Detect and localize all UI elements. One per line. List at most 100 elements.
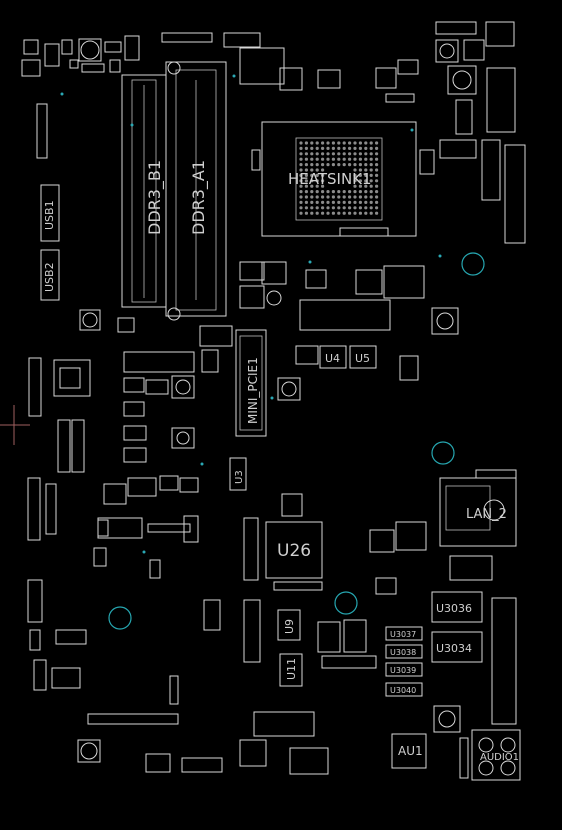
bga-ball bbox=[348, 200, 352, 204]
bga-ball bbox=[337, 200, 341, 204]
bga-ball bbox=[358, 157, 362, 161]
bga-ball bbox=[315, 168, 319, 172]
bga-ball bbox=[299, 179, 303, 183]
bga-ball bbox=[304, 141, 308, 145]
bga-ball bbox=[337, 157, 341, 161]
bga-ball bbox=[348, 152, 352, 156]
bga-ball bbox=[304, 179, 308, 183]
bga-ball bbox=[304, 163, 308, 167]
bga-ball bbox=[304, 195, 308, 199]
bga-ball bbox=[342, 211, 346, 215]
bga-ball bbox=[348, 211, 352, 215]
bga-ball bbox=[353, 173, 357, 177]
bga-ball bbox=[364, 168, 368, 172]
chip-au1: AU1 bbox=[391, 733, 427, 769]
bga-ball bbox=[331, 206, 335, 210]
u3036-label: U3036 bbox=[436, 602, 472, 615]
u26-label: U26 bbox=[277, 541, 311, 561]
bga-ball bbox=[369, 190, 373, 194]
bga-ball bbox=[331, 163, 335, 167]
bga-ball bbox=[375, 200, 379, 204]
bga-ball bbox=[326, 200, 330, 204]
bottom-right-crystal bbox=[433, 705, 461, 733]
bga-ball bbox=[353, 184, 357, 188]
bga-ball bbox=[353, 206, 357, 210]
bga-ball bbox=[315, 146, 319, 150]
bga-ball bbox=[375, 184, 379, 188]
chip-u3040: U3040 bbox=[385, 682, 423, 697]
u3037-label: U3037 bbox=[390, 630, 416, 639]
bga-ball bbox=[358, 152, 362, 156]
bga-ball bbox=[310, 200, 314, 204]
bga-ball bbox=[375, 168, 379, 172]
bga-ball bbox=[304, 152, 308, 156]
bga-ball bbox=[337, 152, 341, 156]
bga-ball bbox=[342, 195, 346, 199]
bga-ball bbox=[375, 195, 379, 199]
bga-ball bbox=[304, 173, 308, 177]
bga-ball bbox=[315, 184, 319, 188]
bga-ball bbox=[304, 157, 308, 161]
bga-ball bbox=[310, 173, 314, 177]
bga-ball bbox=[337, 206, 341, 210]
bga-ball bbox=[337, 195, 341, 199]
bga-ball bbox=[364, 211, 368, 215]
bga-ball bbox=[299, 200, 303, 204]
bga-ball bbox=[315, 152, 319, 156]
bga-ball bbox=[364, 163, 368, 167]
bga-ball bbox=[326, 146, 330, 150]
bga-ball bbox=[326, 211, 330, 215]
bga-ball bbox=[358, 141, 362, 145]
bga-ball bbox=[364, 152, 368, 156]
bga-ball bbox=[326, 152, 330, 156]
bga-ball bbox=[310, 206, 314, 210]
bga-ball bbox=[358, 173, 362, 177]
bga-ball bbox=[353, 179, 357, 183]
bga-ball bbox=[348, 190, 352, 194]
bga-ball bbox=[304, 184, 308, 188]
ddr3-a1-label: DDR3_A1 bbox=[189, 160, 209, 235]
bga-ball bbox=[321, 152, 325, 156]
bga-ball bbox=[358, 163, 362, 167]
bga-ball bbox=[375, 157, 379, 161]
bga-ball bbox=[353, 152, 357, 156]
bga-ball bbox=[326, 190, 330, 194]
bga-ball bbox=[321, 146, 325, 150]
bga-ball bbox=[315, 173, 319, 177]
bga-ball bbox=[375, 211, 379, 215]
top-right-components bbox=[435, 21, 526, 244]
bga-ball bbox=[375, 173, 379, 177]
heatsink1-label: HEATSINK1 bbox=[288, 170, 372, 188]
bga-ball bbox=[375, 190, 379, 194]
bga-ball bbox=[348, 206, 352, 210]
bga-ball bbox=[369, 211, 373, 215]
bga-ball bbox=[364, 179, 368, 183]
bga-ball bbox=[369, 179, 373, 183]
usb1-label: USB1 bbox=[43, 200, 56, 230]
bga-ball bbox=[321, 200, 325, 204]
bga-ball bbox=[364, 157, 368, 161]
u3040-label: U3040 bbox=[390, 686, 416, 695]
bga-ball bbox=[321, 184, 325, 188]
bga-ball bbox=[321, 190, 325, 194]
right-mid-connector bbox=[449, 555, 493, 581]
bga-ball bbox=[310, 152, 314, 156]
lan2-connector: LAN_2 bbox=[439, 469, 517, 547]
u3-label: U3 bbox=[234, 470, 245, 484]
bga-ball bbox=[315, 200, 319, 204]
bga-ball bbox=[358, 211, 362, 215]
bga-ball-grid bbox=[299, 141, 379, 215]
bga-ball bbox=[369, 200, 373, 204]
chip-u5: U5 bbox=[349, 345, 377, 369]
bga-ball bbox=[364, 200, 368, 204]
bga-ball bbox=[353, 195, 357, 199]
bga-ball bbox=[364, 206, 368, 210]
audio1-label: AUDIO1 bbox=[480, 752, 519, 763]
bga-ball bbox=[315, 163, 319, 167]
bga-ball bbox=[299, 190, 303, 194]
bga-ball bbox=[299, 141, 303, 145]
bga-ball bbox=[364, 141, 368, 145]
bga-ball bbox=[331, 190, 335, 194]
chip-u10 bbox=[399, 355, 419, 381]
left-column-components: USB1 USB2 bbox=[27, 103, 101, 763]
